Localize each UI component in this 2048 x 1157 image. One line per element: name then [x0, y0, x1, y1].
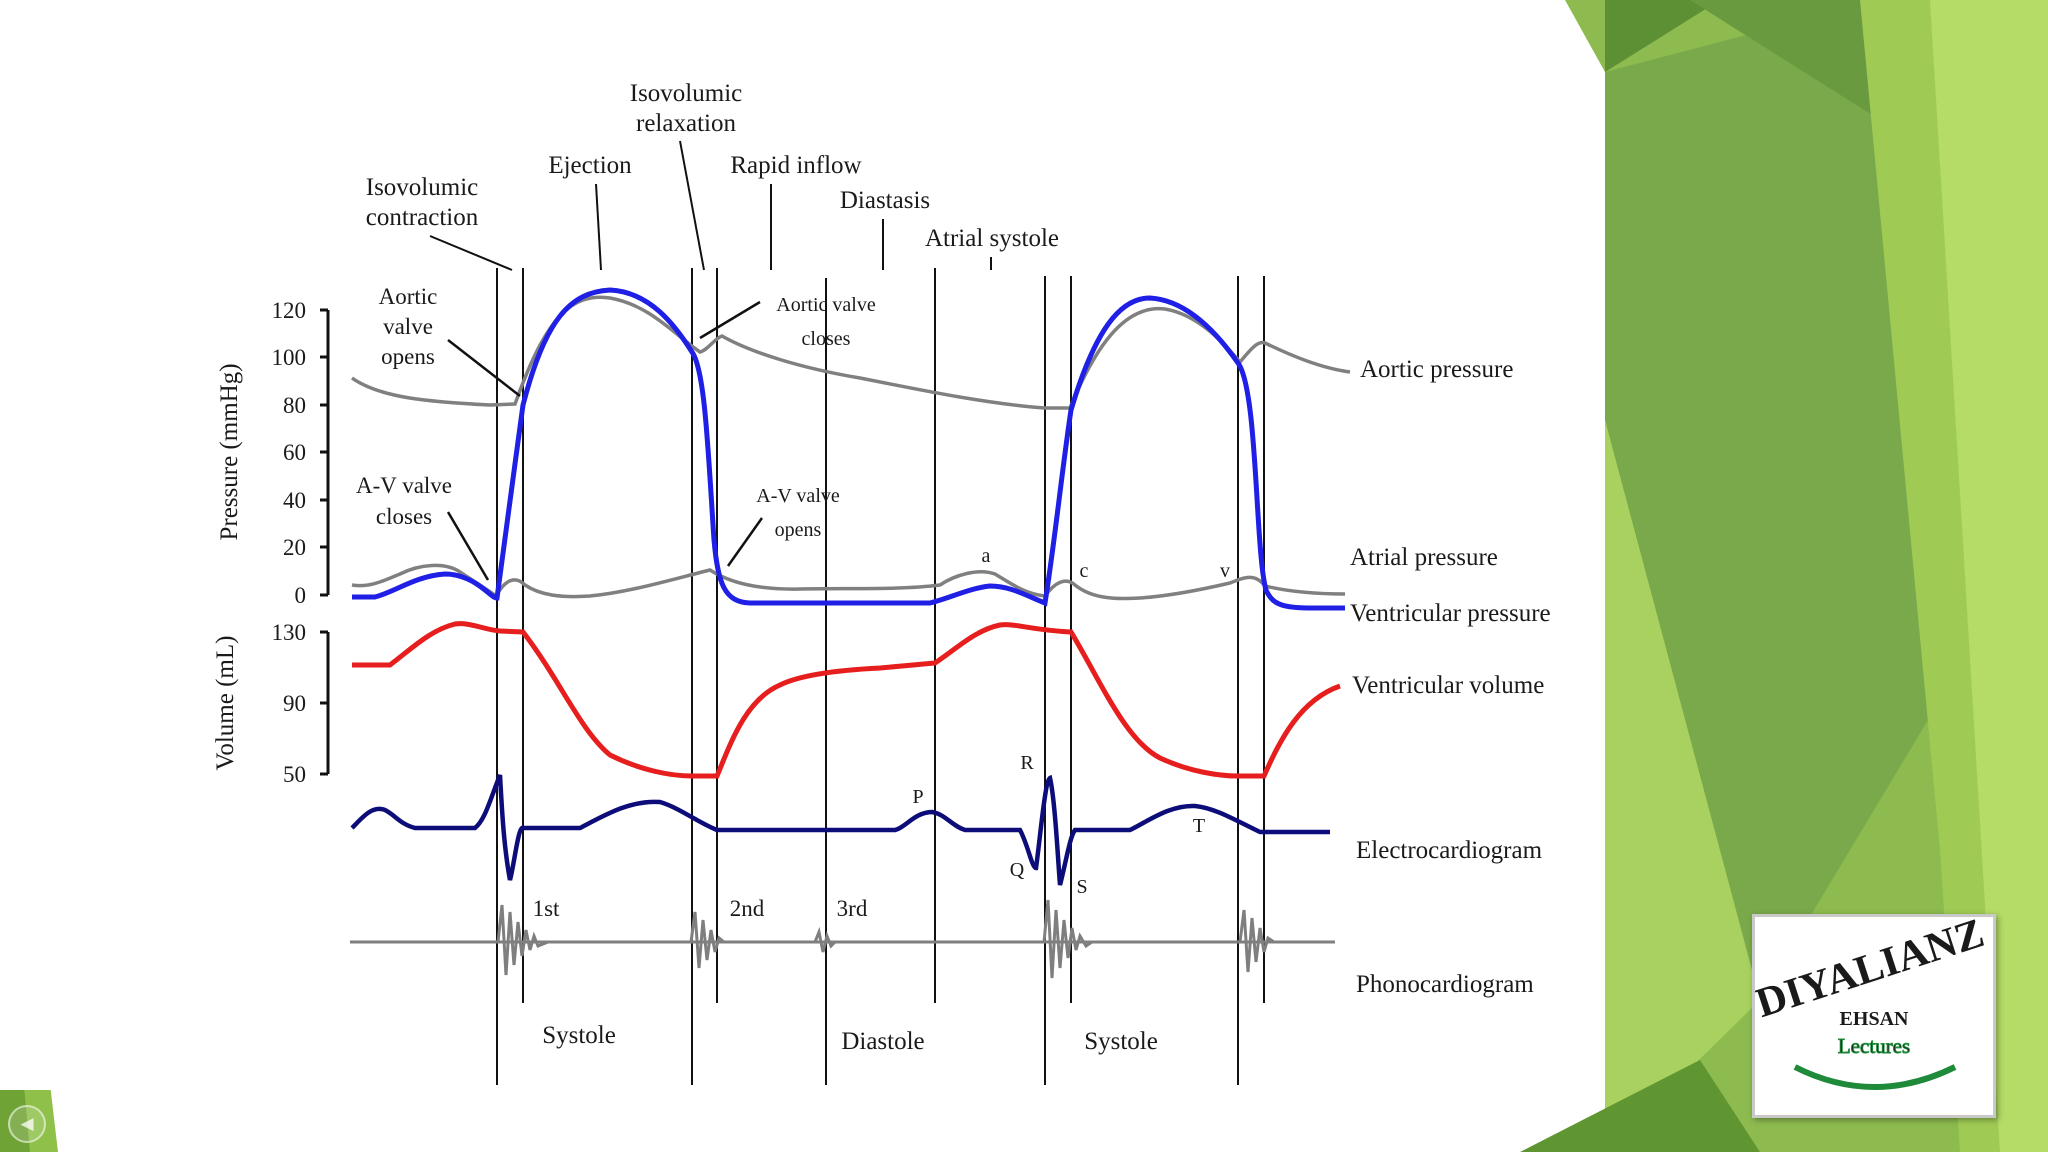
isovolumic-relaxation-label-line2: relaxation: [636, 110, 736, 137]
pressure-tick: 60: [283, 440, 306, 465]
volume-tick: 90: [283, 691, 306, 716]
previous-icon[interactable]: ◀: [8, 1105, 46, 1143]
ventricular-pressure-label: Ventricular pressure: [1350, 600, 1551, 627]
pressure-tick: 100: [272, 345, 307, 370]
second-heart-sound-label: 2nd: [730, 896, 765, 921]
electrocardiogram-curve: [350, 774, 1330, 886]
cycle-period-labels: Systole Diastole Systole: [542, 1022, 1158, 1055]
c-wave-label: c: [1080, 560, 1089, 582]
logo-sub-text: Lectures: [1838, 1034, 1910, 1058]
aortic-valve-closes-label-line1: Aortic valve: [776, 294, 876, 316]
pressure-axis: 120 100 80 60 40 20 0 Pressure (mmHg): [216, 298, 330, 608]
aortic-valve-opens-label-line1: Aortic: [379, 284, 438, 309]
content-panel: [0, 0, 1605, 1090]
ventricular-volume-curve: [352, 621, 1341, 779]
rapid-inflow-label: Rapid inflow: [730, 152, 861, 179]
atrial-pressure-label: Atrial pressure: [1350, 544, 1498, 571]
isovolumic-contraction-label-line1: Isovolumic: [366, 174, 479, 201]
valve-annotations: Aortic valve opens A-V valve closes Aort…: [356, 284, 1230, 582]
trace-labels: Aortic pressure Atrial pressure Ventricu…: [1350, 356, 1551, 998]
av-valve-closes-label-line2: closes: [376, 504, 432, 529]
diastole-label: Diastole: [841, 1028, 924, 1055]
diyalianz-logo: DIYALIANZ EHSAN Lectures: [1750, 910, 1996, 1118]
ejection-label: Ejection: [548, 152, 632, 179]
aortic-valve-closes-label-line2: closes: [802, 328, 851, 350]
pen-icon[interactable]: ✎: [112, 1105, 150, 1143]
t-wave-label: T: [1193, 815, 1205, 837]
volume-tick: 130: [272, 620, 307, 645]
pressure-tick: 0: [295, 583, 307, 608]
diastasis-label: Diastasis: [840, 187, 930, 214]
aortic-valve-opens-label-line2: valve: [383, 314, 433, 339]
isovolumic-contraction-label-line2: contraction: [366, 204, 479, 231]
next-icon[interactable]: ▶: [60, 1105, 98, 1143]
pressure-tick: 20: [283, 535, 306, 560]
volume-tick: 50: [283, 762, 306, 787]
first-heart-sound-label: 1st: [533, 896, 560, 921]
q-wave-label: Q: [1010, 859, 1025, 881]
ventricular-pressure-curve: [352, 287, 1346, 611]
wiggers-diagram: Isovolumic contraction Ejection Isovolum…: [212, 80, 1551, 1085]
electrocardiogram-label: Electrocardiogram: [1356, 837, 1543, 864]
slides-icon[interactable]: ▣: [164, 1105, 202, 1143]
r-wave-label: R: [1020, 752, 1034, 774]
av-valve-opens-label-line2: opens: [775, 519, 822, 541]
atrial-systole-label: Atrial systole: [925, 225, 1059, 252]
phonocardiogram-label: Phonocardiogram: [1356, 971, 1534, 998]
third-heart-sound-label: 3rd: [837, 896, 868, 921]
av-valve-opens-label-line1: A-V valve: [756, 485, 840, 507]
aortic-pressure-label: Aortic pressure: [1360, 356, 1513, 383]
systole-label: Systole: [542, 1022, 616, 1049]
pressure-tick: 80: [283, 393, 306, 418]
pressure-tick: 40: [283, 488, 306, 513]
logo-graphic: DIYALIANZ EHSAN Lectures: [1750, 910, 1990, 1090]
aortic-valve-opens-label-line3: opens: [381, 344, 435, 369]
phonocardiogram-trace: [350, 899, 1335, 979]
volume-axis: 130 90 50 Volume (mL): [212, 620, 330, 787]
volume-axis-label: Volume (mL): [212, 636, 239, 771]
v-wave-label: v: [1220, 560, 1230, 582]
ecg-wave-labels: P R Q S T: [912, 752, 1205, 898]
more-icon[interactable]: ⋯: [268, 1105, 306, 1143]
phase-divider-lines: [496, 268, 1265, 1085]
pressure-tick: 120: [272, 298, 307, 323]
pressure-axis-label: Pressure (mmHg): [216, 363, 243, 540]
p-wave-label: P: [912, 786, 923, 808]
zoom-icon[interactable]: ⌕: [216, 1105, 254, 1143]
systole-label: Systole: [1084, 1028, 1158, 1055]
a-wave-label: a: [982, 545, 991, 567]
s-wave-label: S: [1076, 876, 1087, 898]
ventricular-volume-label: Ventricular volume: [1352, 672, 1544, 699]
heart-sound-labels: 1st 2nd 3rd: [533, 896, 868, 921]
phase-labels: Isovolumic contraction Ejection Isovolum…: [366, 80, 1059, 271]
av-valve-closes-label-line1: A-V valve: [356, 473, 452, 498]
slideshow-toolbar: ◀ ▶ ✎ ▣ ⌕ ⋯: [0, 1098, 368, 1150]
isovolumic-relaxation-label-line1: Isovolumic: [630, 80, 743, 107]
logo-name-text: EHSAN: [1840, 1008, 1909, 1030]
